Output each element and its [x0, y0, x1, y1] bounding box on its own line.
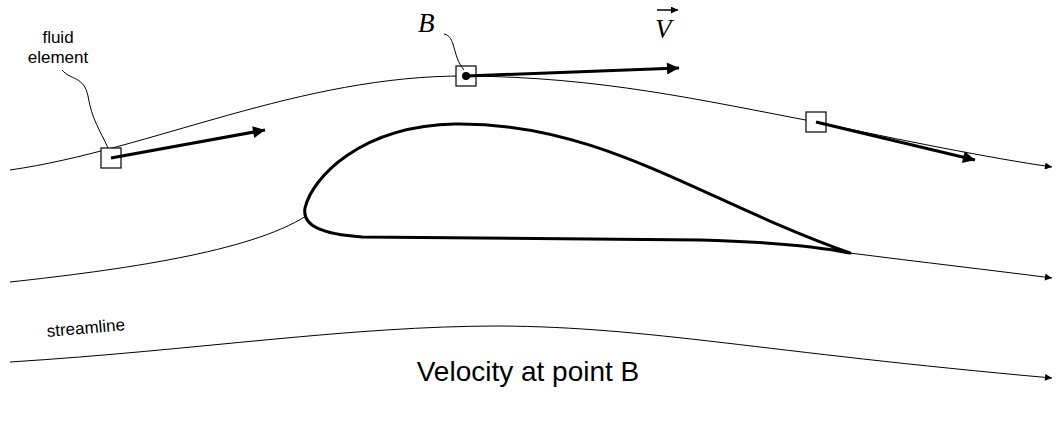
streamline-label: streamline: [46, 312, 167, 342]
airfoil: [305, 124, 850, 253]
streamline-middle-front: [10, 216, 306, 282]
streamline-middle-rear: [850, 253, 1052, 278]
point-label: B: [418, 8, 458, 39]
leader-line: [62, 70, 108, 148]
part-label: fluid element: [22, 28, 94, 68]
velocity-arrow: [816, 122, 975, 160]
vector-overarrow: [657, 9, 678, 11]
vector-label: V: [655, 14, 695, 45]
velocity-arrow: [466, 68, 679, 76]
leader-line: [444, 34, 464, 70]
figure-caption: Velocity at point B: [228, 356, 828, 388]
point-marker: [462, 72, 470, 80]
velocity-arrow: [111, 130, 265, 158]
